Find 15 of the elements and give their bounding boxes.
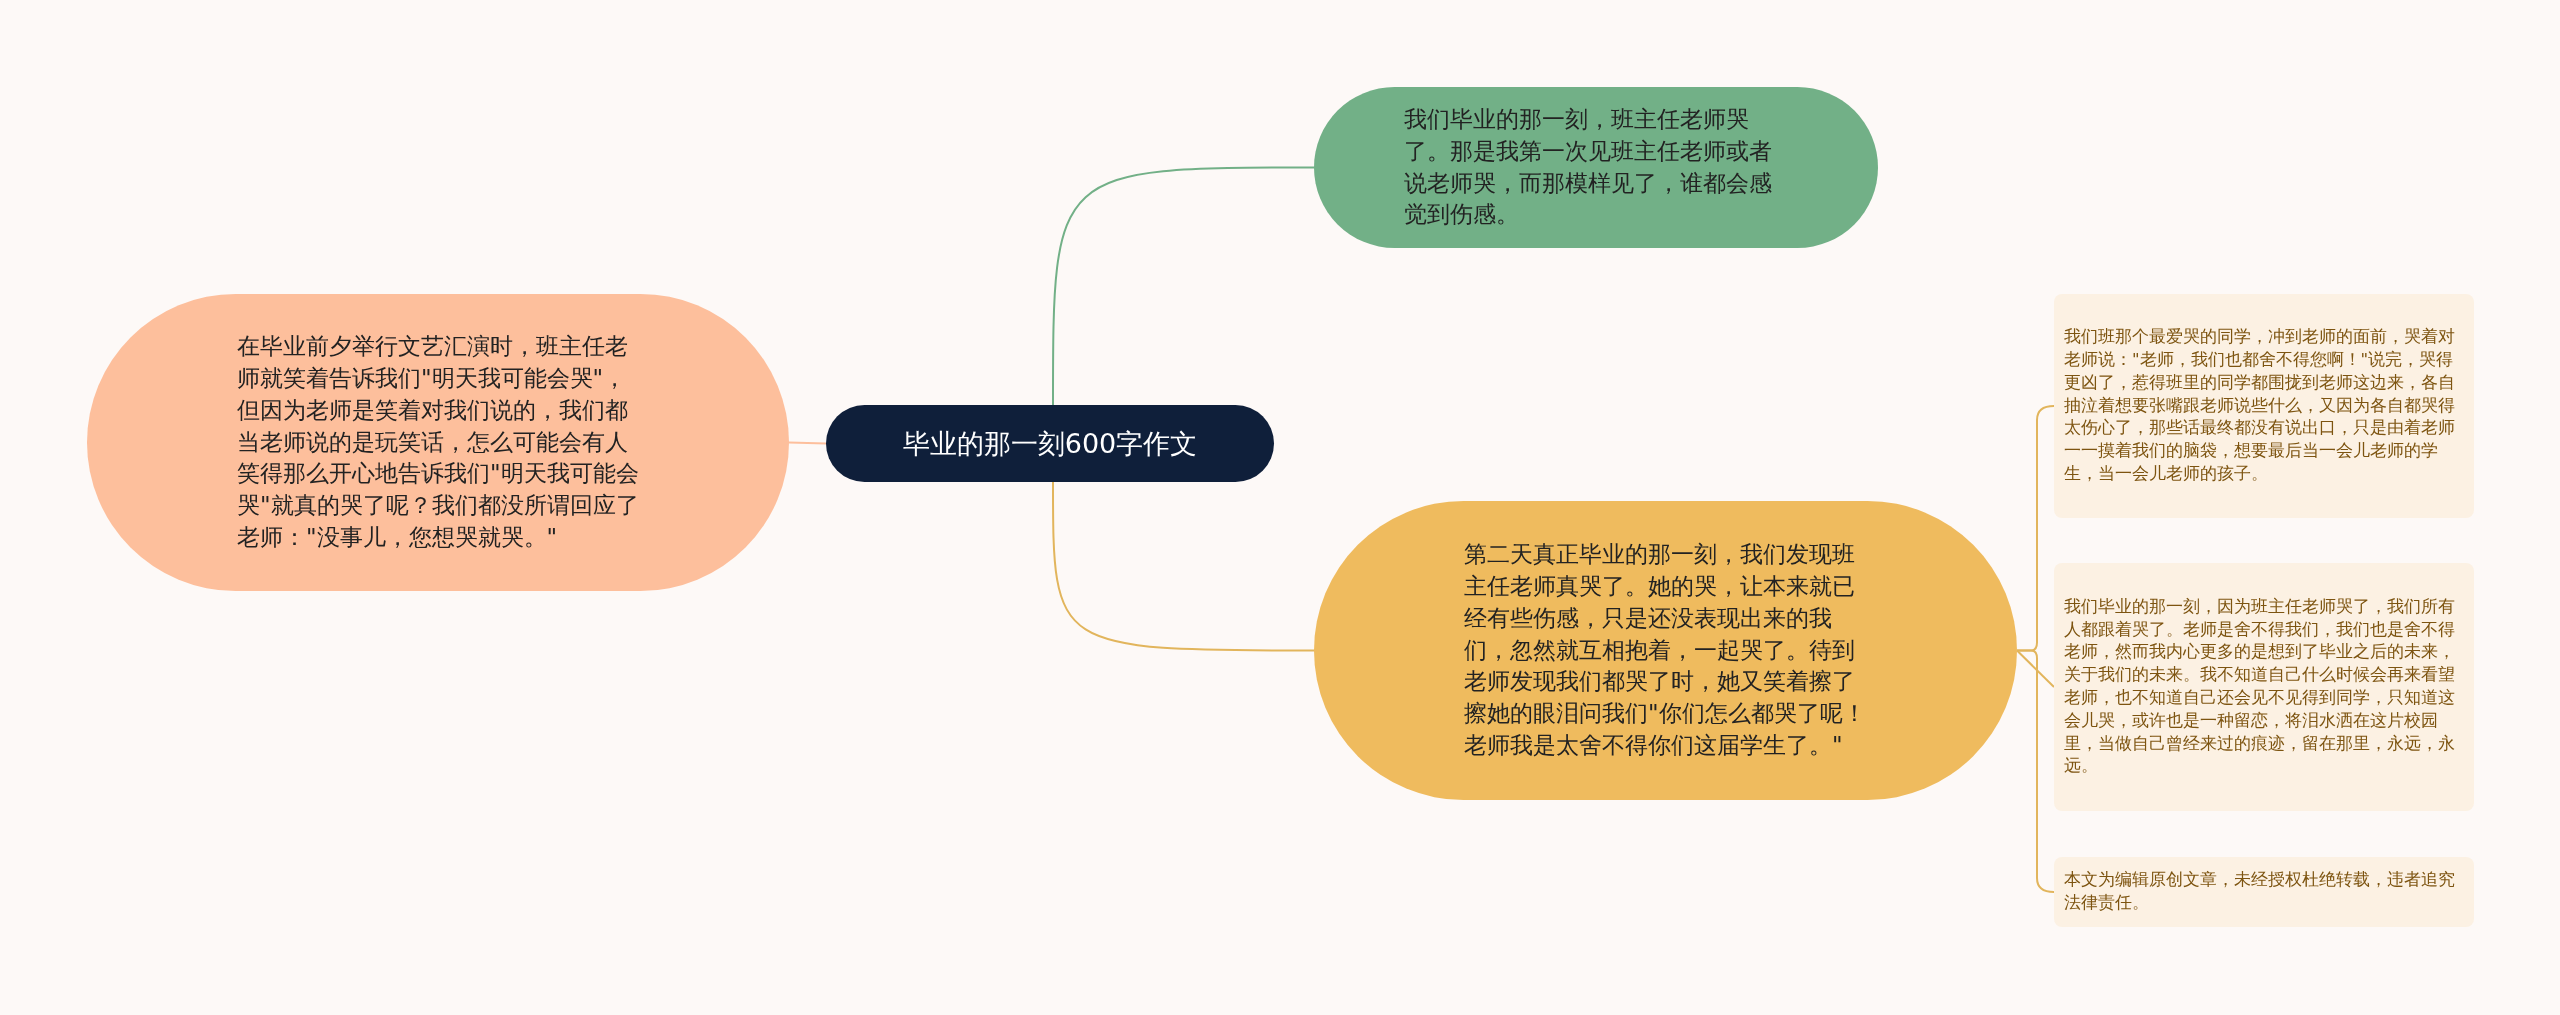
node-text: 本文为编辑原创文章，未经授权杜绝转载，违者追究法律责任。 [2064, 869, 2456, 914]
node-text: 我们毕业的那一刻，因为班主任老师哭了，我们所有人都跟着哭了。老师是舍不得我们，我们也是舍不得老师，然而我内心更多的是想到了毕业之后的未来，关于我们的未来。我不知道自己什么时候会再来看望老师，也不知道自己还会见不见得到同学，只知道这会儿哭，或许也是一种留恋，将泪水洒在这片校园里，当做自己曾经来过的痕迹，留在那里，永远，永远。 [2064, 595, 2456, 778]
connector-line [788, 441, 827, 445]
node-text: 第二天真正毕业的那一刻，我们发现班主任老师真哭了。她的哭，让本来就已经有些伤感，只是还没表现出来的我们，忽然就互相抱着，一起哭了。待到老师发现我们都哭了时，她又笑着擦了擦她的眼泪问我们"你们怎么都哭了呢！老师我是太舍不得你们这届学生了。" [1464, 540, 1867, 760]
node-text: 我们毕业的那一刻，班主任老师哭了。那是我第一次见班主任老师或者说老师哭，而那模样见了，谁都会感觉到伤感。 [1404, 105, 1773, 230]
node-text: 我们班那个最爱哭的同学，冲到老师的面前，哭着对老师说："老师，我们也都舍不得您啊！"说完，哭得更凶了，惹得班里的同学都围拢到老师这边来，各自抽泣着想要张嘴跟老师说些什么，又因为各自都哭得太伤心了，那些话最终都没有说出口，只是由着老师一一摸着我们的脑袋，想要最后当一会儿老师的学生，当一会儿老师的孩子。 [2064, 326, 2456, 485]
connector-line [2016, 649, 2055, 893]
note-card [2054, 294, 2474, 518]
node-text: 在毕业前夕举行文艺汇演时，班主任老师就笑着告诉我们"明天我可能会哭"，但因为老师是笑着对我们说的，我们都当老师说的是玩笑话，怎么可能会有人笑得那么开心地告诉我们"明天我可能会哭"就真的哭了呢？我们都没所谓回应了老师："没事儿，您想哭就哭。" [237, 332, 639, 552]
note-card [2054, 857, 2474, 927]
connector-line [2016, 649, 2055, 688]
note-card [2054, 563, 2474, 811]
node-text: 毕业的那一刻600字作文 [902, 426, 1198, 461]
connector-line [1052, 166, 1315, 406]
connector-line [1052, 481, 1315, 652]
